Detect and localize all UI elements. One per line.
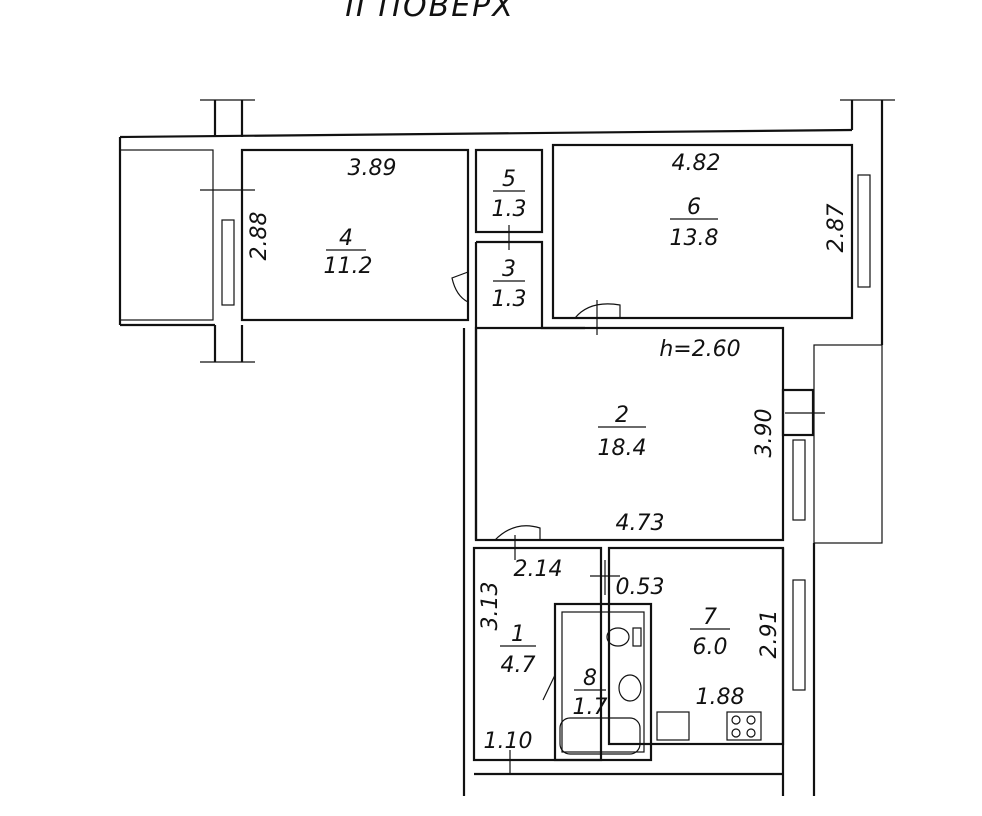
room-4-area: 11.2 [324,254,373,279]
dim-room2-depth: 3.90 [752,409,777,458]
room-labels: 4 11.2 5 1.3 3 1.3 6 13.8 2 18.4 1 4.7 8… [324,167,730,720]
room-8-area: 1.7 [573,695,608,720]
bottom-walls [462,328,816,796]
room-3-number: 3 [502,257,516,282]
room-6-area: 13.8 [670,226,719,251]
room-2-number: 2 [615,403,629,428]
toilet-icon [606,627,630,647]
room-1-area: 4.7 [501,653,536,678]
dim-gap: 0.53 [616,575,665,600]
room-4-number: 4 [339,226,353,251]
room-1 [472,546,603,775]
dim-room6-depth: 2.87 [824,204,849,253]
floor-title: ІІ ПОВЕРХ [345,0,515,24]
dim-room7-width: 1.88 [696,685,745,710]
dim-room4-depth: 2.88 [247,212,272,261]
left-balcony [119,149,255,321]
dim-hall-depth: 3.13 [478,582,503,631]
dim-room7-depth: 2.91 [757,610,782,659]
room-5-number: 5 [502,167,516,192]
dim-hall-width: 2.14 [514,557,563,582]
sink-icon [618,674,642,702]
room-8-number: 8 [583,666,597,691]
room-6-number: 6 [687,195,701,220]
room-5-area: 1.3 [492,197,527,222]
room-7-area: 6.0 [693,635,728,660]
room-8 [542,602,653,762]
dim-room4-width: 3.89 [348,156,397,181]
dim-room2-width: 4.73 [616,511,665,536]
ceiling-height: h=2.60 [659,337,740,362]
room-6 [551,143,871,335]
room-4 [240,148,470,322]
stove-icon [726,711,762,741]
room-7-number: 7 [703,605,717,630]
dim-hall-bottom: 1.10 [484,729,533,754]
room-2 [474,326,815,560]
room-3-area: 1.3 [492,287,527,312]
kitchen-sink-icon [656,711,690,741]
dim-room6-width: 4.82 [672,151,721,176]
room-5 [474,148,544,250]
room-2-area: 18.4 [598,436,647,461]
dimension-labels: 3.89 2.88 4.82 2.87 h=2.60 3.90 4.73 2.1… [247,151,849,754]
room-1-number: 1 [511,622,525,647]
right-balcony [785,344,883,544]
